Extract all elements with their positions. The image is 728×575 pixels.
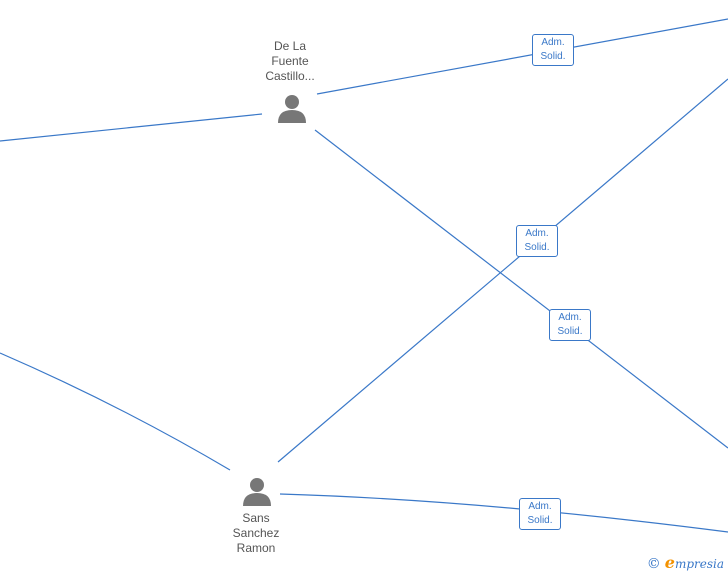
edge-line <box>0 352 231 471</box>
edge-label-badge[interactable]: Adm. Solid. <box>549 309 591 341</box>
empresia-watermark: ©empresia <box>647 553 724 572</box>
badge-line-1: Adm. <box>558 312 582 323</box>
person-node-sans-sanchez[interactable]: Sans Sanchez Ramon <box>211 511 301 556</box>
edge-line <box>316 18 728 95</box>
edge-line <box>0 113 263 142</box>
edge-label-badge[interactable]: Adm. Solid. <box>532 34 574 66</box>
brand-name: mpresia <box>674 557 724 571</box>
edge-line <box>279 493 728 533</box>
edge-line <box>314 129 728 449</box>
edge-line <box>277 78 728 463</box>
person-name: Sans Sanchez Ramon <box>232 511 280 555</box>
badge-line-2: Solid. <box>524 242 550 253</box>
badge-line-1: Adm. <box>525 228 549 239</box>
copyright-icon: © <box>646 556 661 572</box>
brand-initial: e <box>664 553 675 572</box>
person-name: De La Fuente Castillo... <box>265 39 315 83</box>
person-icon <box>243 478 271 506</box>
edge-label-badge[interactable]: Adm. Solid. <box>516 225 558 257</box>
badge-line-1: Adm. <box>541 37 565 48</box>
badge-line-2: Solid. <box>527 515 553 526</box>
person-node-de-la-fuente[interactable]: De La Fuente Castillo... <box>245 39 335 84</box>
edge-label-badge[interactable]: Adm. Solid. <box>519 498 561 530</box>
badge-line-2: Solid. <box>557 326 583 337</box>
person-icon <box>278 95 306 123</box>
badge-line-1: Adm. <box>528 501 552 512</box>
badge-line-2: Solid. <box>540 51 566 62</box>
